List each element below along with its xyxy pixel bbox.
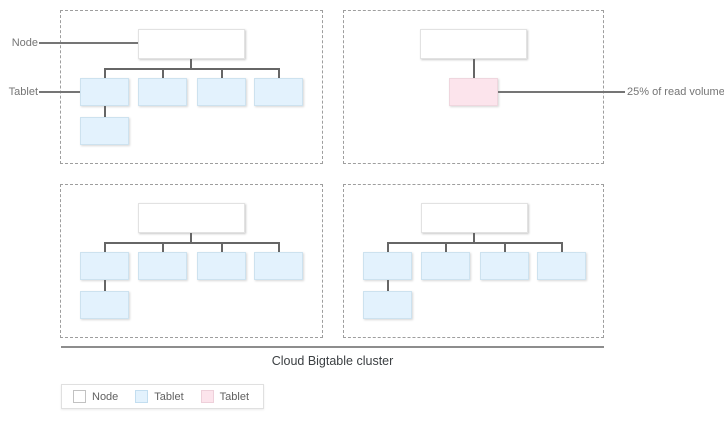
tablet-swatch [135,390,149,403]
node-group-1 [60,10,323,164]
tablet-box [363,252,412,280]
connector [504,242,506,252]
connector [278,68,280,78]
connector [387,280,389,291]
connector [162,68,164,78]
connector [104,242,280,244]
tablet-box [80,78,129,106]
cluster-boundary-line [61,346,604,348]
legend-item-tablet: Tablet [135,390,184,403]
node-label: Node [11,37,38,49]
connector [445,242,447,252]
connector [190,59,192,70]
connector [162,242,164,252]
tablet-pointer-line [39,91,80,93]
read-volume-pointer-line [498,91,625,93]
tablet-box [138,252,187,280]
connector [104,68,106,78]
hot-tablet-box [449,78,498,106]
node-box [138,203,245,233]
node-box [138,29,245,59]
node-box [421,203,528,233]
connector [473,233,475,244]
connector [104,280,106,291]
connector [561,242,563,252]
connector [104,68,280,70]
connector [221,242,223,252]
tablet-box [254,78,303,106]
legend-item-hot-tablet: Tablet [200,390,250,403]
tablet-box [138,78,187,106]
node-group-3 [60,184,323,338]
tablet-box [363,291,412,319]
legend-label: Node [92,390,119,403]
connector [104,106,106,117]
legend-label: Tablet [219,390,250,403]
tablet-box [197,252,246,280]
cluster-title: Cloud Bigtable cluster [271,354,394,368]
tablet-box [421,252,470,280]
node-group-4 [343,184,604,338]
legend-item-node: Node [73,390,118,403]
connector [473,59,475,78]
tablet-label: Tablet [8,86,38,98]
node-pointer-line [39,42,138,44]
read-volume-label: 25% of read volume [627,86,724,98]
tablet-box [197,78,246,106]
connector [387,242,389,252]
connector [278,242,280,252]
node-group-2 [343,10,604,164]
connector [387,242,563,244]
node-swatch [73,390,86,403]
tablet-box [80,291,129,319]
tablet-box [80,117,129,145]
legend: Node Tablet Tablet [61,384,265,409]
connector [190,233,192,244]
hot-tablet-swatch [200,390,214,403]
tablet-box [480,252,529,280]
tablet-box [80,252,129,280]
connector [221,68,223,78]
connector [104,242,106,252]
tablet-box [254,252,303,280]
legend-label: Tablet [154,390,184,403]
node-box [420,29,527,59]
tablet-box [537,252,586,280]
